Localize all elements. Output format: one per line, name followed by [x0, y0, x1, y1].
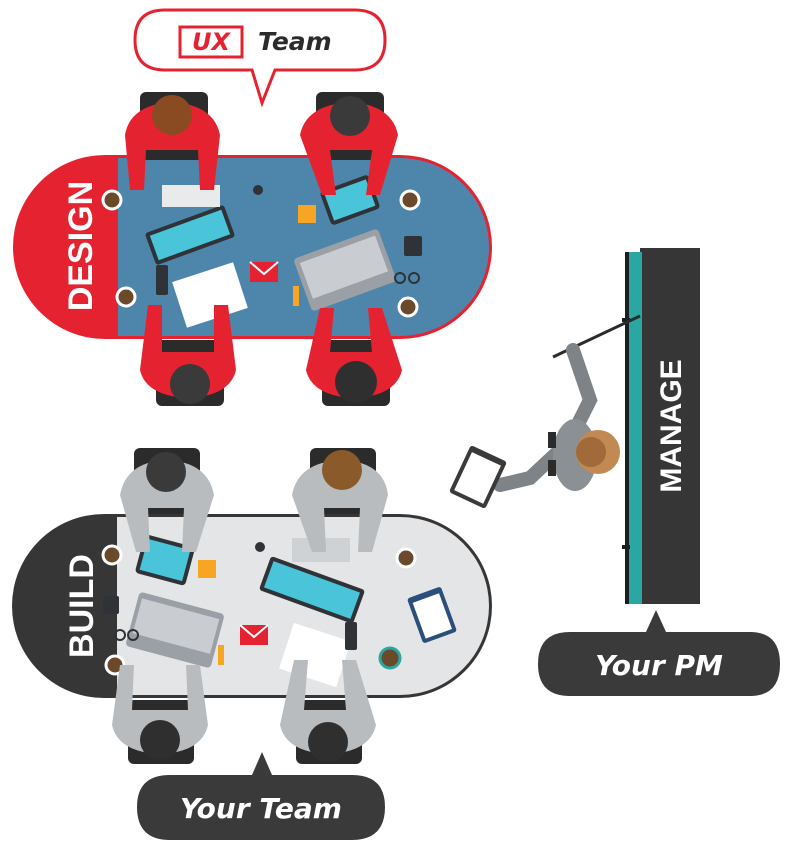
phone-icon: [345, 622, 357, 650]
person-icon: [112, 665, 208, 764]
person-icon: [125, 92, 220, 190]
coffee-cup-icon: [101, 189, 123, 211]
laptop-icon: [294, 229, 396, 311]
your-team-bubble: Your Team: [137, 752, 385, 840]
manage-label: MANAGE: [655, 359, 688, 492]
build-table: BUILD: [12, 448, 492, 764]
team-label: Team: [258, 27, 332, 56]
ux-box: [178, 25, 244, 59]
person-icon: [140, 305, 236, 406]
manage-screen: MANAGE: [622, 248, 700, 604]
coffee-cup-icon: [378, 646, 402, 670]
paper-sheet: [172, 262, 248, 328]
watch-icon: [255, 542, 265, 552]
glasses-icon: [114, 629, 139, 641]
envelope-icon: [239, 624, 269, 645]
your-pm-label: Your PM: [595, 649, 723, 682]
your-pm-bubble: Your PM: [538, 610, 780, 696]
monitor-icon: [259, 556, 365, 624]
calculator-icon: [404, 236, 422, 256]
design-table: DESIGN: [13, 92, 492, 406]
laptop-icon: [126, 592, 224, 668]
tablet-icon: [135, 534, 195, 586]
clipboard-icon: [407, 587, 457, 643]
marker: [218, 645, 224, 665]
ux-team-bubble: UX Team: [133, 8, 387, 108]
tablet-icon: [320, 175, 380, 225]
person-icon: [449, 314, 641, 509]
person-icon: [120, 448, 214, 552]
clipboard-icon: [449, 445, 507, 509]
phone-icon: [156, 265, 168, 295]
monitor-icon: [145, 205, 235, 265]
marker: [293, 286, 299, 306]
person-icon: [292, 448, 388, 552]
person-icon: [280, 660, 376, 764]
sticky-note: [298, 205, 316, 223]
person-icon: [306, 308, 402, 406]
coffee-cup-icon: [397, 296, 419, 318]
envelope-icon: [249, 261, 279, 282]
watch-icon: [253, 185, 263, 195]
glasses-icon: [394, 272, 420, 284]
coffee-cup-icon: [115, 286, 137, 308]
design-label: DESIGN: [62, 181, 100, 311]
ux-label: UX: [192, 28, 231, 56]
coffee-cup-icon: [399, 189, 421, 211]
coffee-cup-icon: [395, 547, 417, 569]
build-label: BUILD: [63, 554, 101, 658]
keyboard-icon: [162, 185, 220, 207]
your-team-label: Your Team: [180, 792, 342, 825]
person-icon: [300, 92, 398, 195]
coffee-cup-icon: [101, 544, 123, 566]
calculator-icon: [103, 596, 119, 614]
sticky-note: [198, 560, 216, 578]
